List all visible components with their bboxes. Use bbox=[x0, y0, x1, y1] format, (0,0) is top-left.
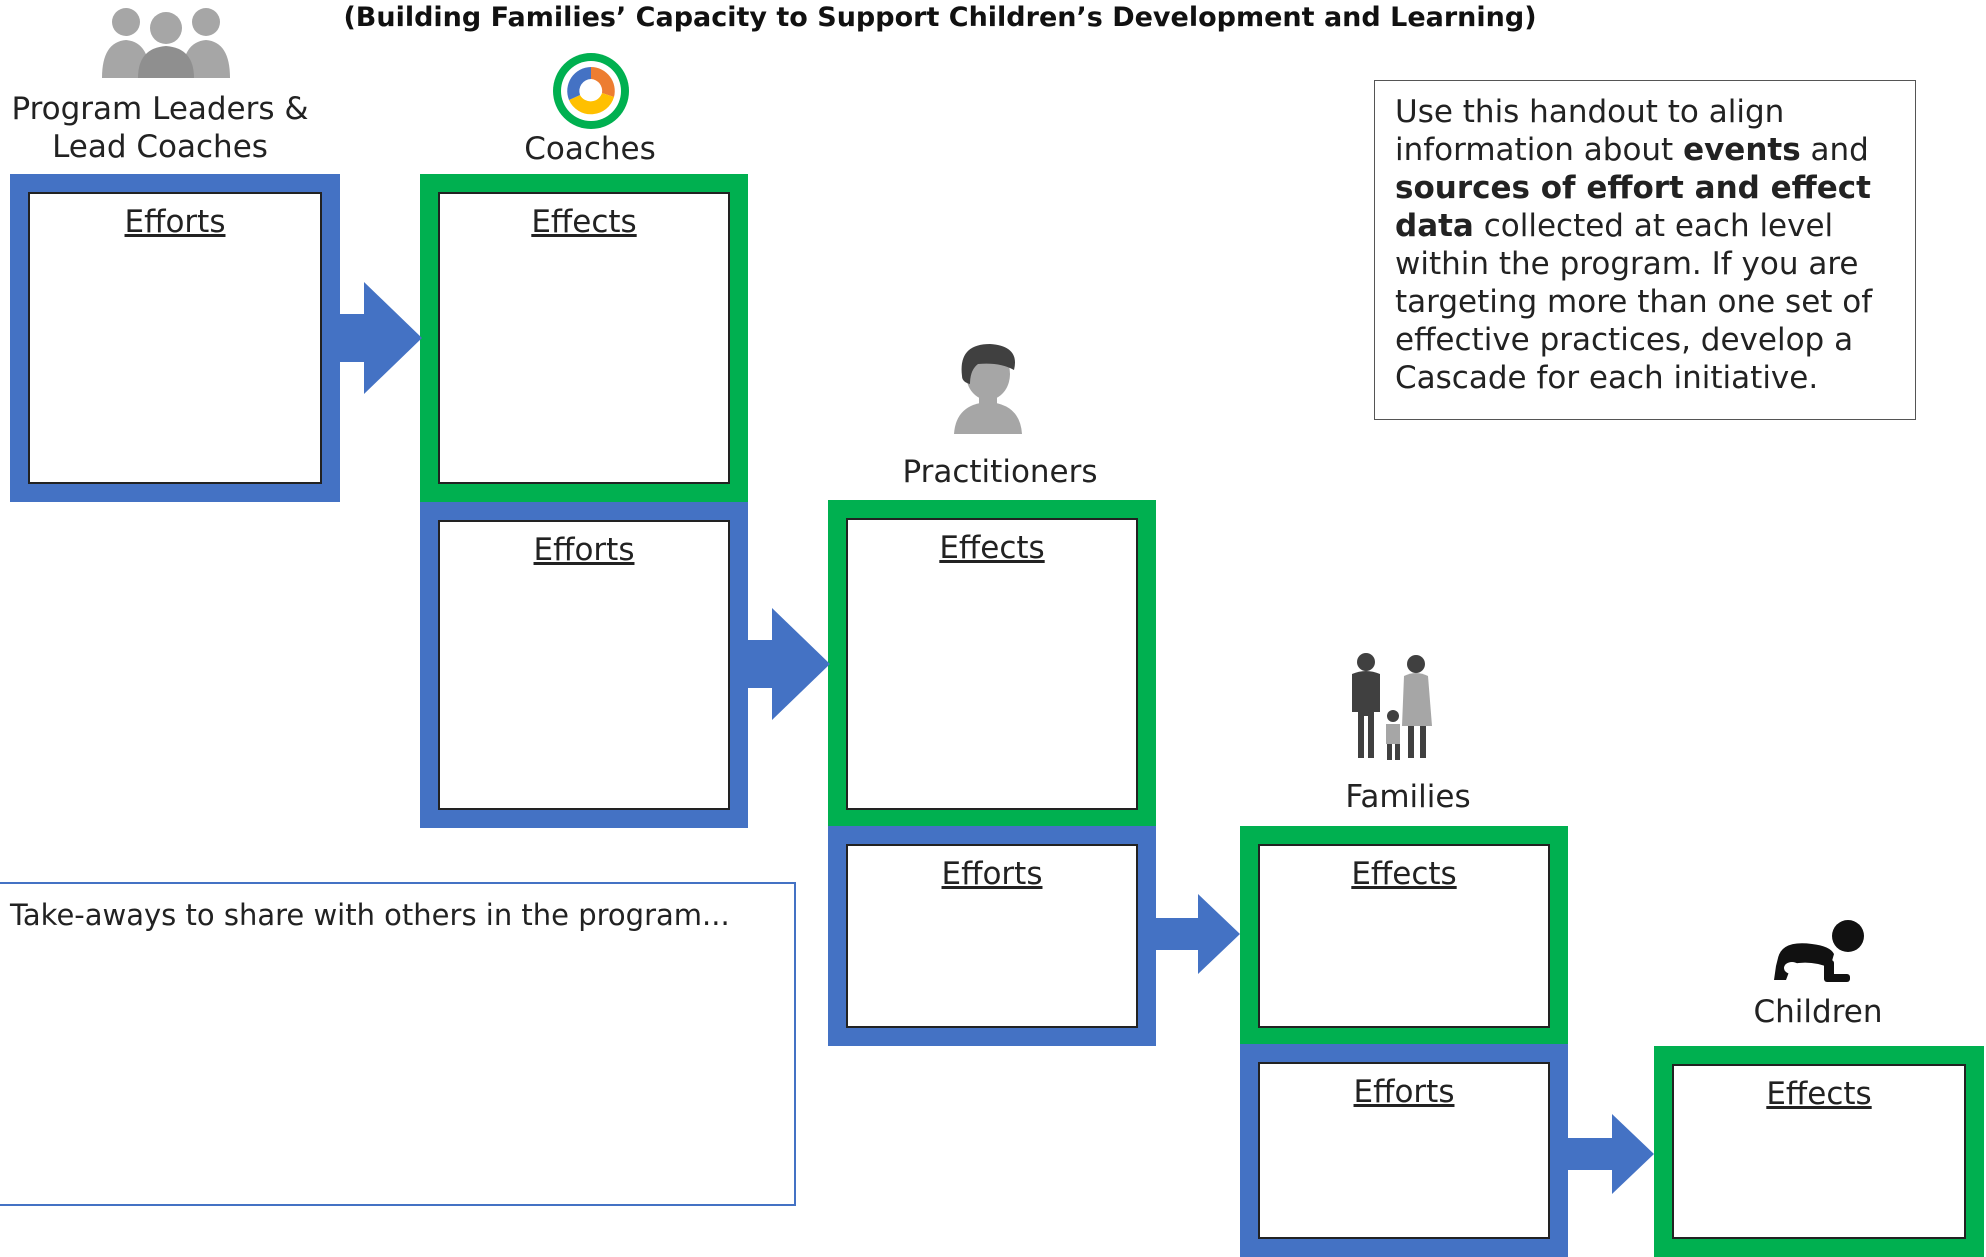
group-people-icon bbox=[102, 8, 230, 78]
children-effects-box: Effects bbox=[1654, 1046, 1984, 1257]
crawling-baby-icon bbox=[1774, 920, 1864, 982]
coaches-efforts-inner[interactable]: Efforts bbox=[438, 520, 730, 810]
note-text-2: and bbox=[1800, 132, 1869, 168]
families-label: Families bbox=[1345, 779, 1471, 815]
leaders-efforts-box: Efforts bbox=[10, 174, 340, 502]
arrow-leaders-to-coaches bbox=[336, 282, 422, 394]
effects-heading: Effects bbox=[531, 204, 637, 240]
effects-heading: Effects bbox=[939, 530, 1045, 566]
arrow-practitioners-to-families bbox=[1152, 894, 1240, 974]
takeaway-text: Take-aways to share with others in the p… bbox=[10, 898, 730, 932]
page-title: (Building Families’ Capacity to Support … bbox=[343, 2, 1537, 33]
families-effects-box: Effects bbox=[1240, 826, 1568, 1046]
efforts-heading: Efforts bbox=[1353, 1074, 1455, 1110]
note-bold-sources: sources of effort and effect data bbox=[1395, 170, 1871, 244]
practitioners-efforts-inner[interactable]: Efforts bbox=[846, 844, 1138, 1028]
practitioners-effects-box: Effects bbox=[828, 500, 1156, 828]
efforts-heading: Efforts bbox=[941, 856, 1043, 892]
coaches-label: Coaches bbox=[524, 131, 656, 167]
leaders-label-line1: Program Leaders & bbox=[11, 91, 309, 127]
family-icon bbox=[1352, 653, 1432, 760]
effects-heading: Effects bbox=[1351, 856, 1457, 892]
children-label: Children bbox=[1753, 994, 1883, 1030]
coaches-effects-inner[interactable]: Effects bbox=[438, 192, 730, 484]
practitioners-efforts-box: Efforts bbox=[828, 826, 1156, 1046]
takeaway-textbox[interactable]: Take-aways to share with others in the p… bbox=[0, 882, 796, 1206]
efforts-heading: Efforts bbox=[124, 204, 226, 240]
effects-heading: Effects bbox=[1766, 1076, 1872, 1112]
efforts-heading: Efforts bbox=[533, 532, 635, 568]
coaches-efforts-box: Efforts bbox=[420, 502, 748, 828]
leaders-efforts-inner[interactable]: Efforts bbox=[28, 192, 322, 484]
note-text-3: collected at each level within the progr… bbox=[1395, 208, 1873, 396]
note-text-1: Use this handout to align information ab… bbox=[1395, 94, 1785, 168]
coaches-effects-box: Effects bbox=[420, 174, 748, 502]
person-icon bbox=[954, 344, 1022, 434]
leaders-label-line2: Lead Coaches bbox=[52, 129, 268, 165]
arrow-coaches-to-practitioners bbox=[744, 608, 830, 720]
arrow-families-to-children bbox=[1564, 1114, 1654, 1194]
families-efforts-inner[interactable]: Efforts bbox=[1258, 1062, 1550, 1239]
families-effects-inner[interactable]: Effects bbox=[1258, 844, 1550, 1028]
families-efforts-box: Efforts bbox=[1240, 1044, 1568, 1257]
circular-cycle-icon bbox=[553, 53, 629, 129]
practitioners-label: Practitioners bbox=[902, 454, 1098, 490]
instructions-note: Use this handout to align information ab… bbox=[1374, 80, 1916, 420]
children-effects-inner[interactable]: Effects bbox=[1672, 1064, 1966, 1239]
leaders-label: Program Leaders & Lead Coaches bbox=[0, 90, 320, 166]
practitioners-effects-inner[interactable]: Effects bbox=[846, 518, 1138, 810]
note-bold-events: events bbox=[1683, 132, 1801, 168]
